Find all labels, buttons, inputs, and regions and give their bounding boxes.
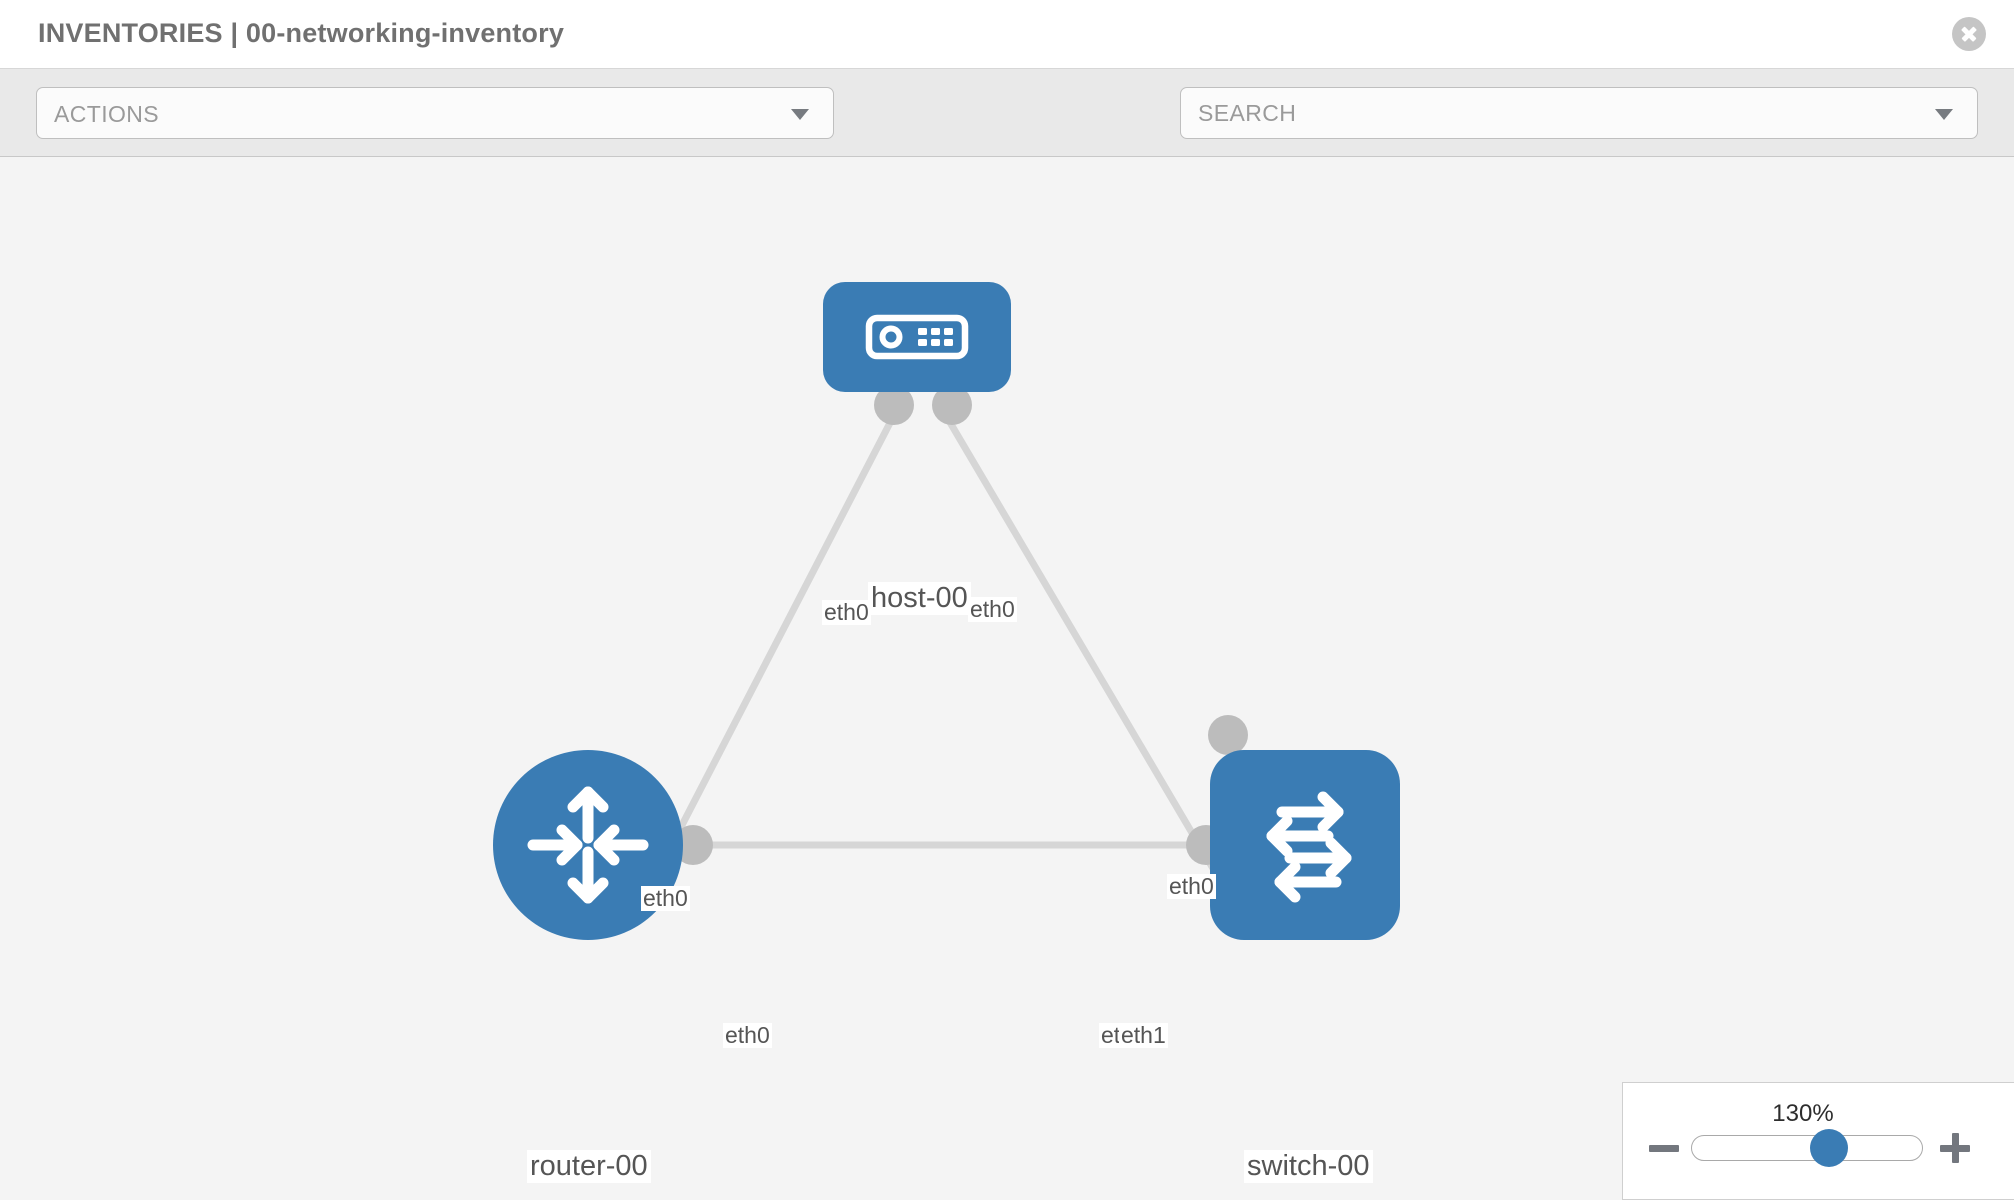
zoom-slider-track[interactable] [1691,1129,1923,1167]
actions-dropdown[interactable]: ACTIONS [36,87,834,139]
node-switch-00-label: switch-00 [1244,1150,1373,1184]
link-label-router-eth0: eth0 [723,1022,772,1049]
switch-arrows-icon [1266,791,1352,903]
link-label-router-up: eth0 [641,885,690,912]
node-host-00-label: host-00 [868,582,971,616]
node-switch-00-shape [1210,750,1400,940]
actions-dropdown-label: ACTIONS [54,101,160,127]
page-header: INVENTORIES | 00-networking-inventory [0,0,2014,69]
node-router-00[interactable] [493,750,683,940]
link-host-router [646,415,896,891]
node-switch-00[interactable] [1210,750,1400,940]
node-router-00-label: router-00 [527,1150,651,1184]
link-label-switch-up: eth0 [1167,873,1216,900]
toolbar: ACTIONS [0,69,2014,203]
search-input[interactable] [1181,88,1921,138]
node-host-00[interactable] [823,282,1011,392]
close-icon[interactable] [1952,17,1986,51]
zoom-level-value: 130% [1772,1100,1834,1127]
topology-canvas[interactable]: host-00 r [0,157,2014,1200]
zoom-slider-thumb[interactable] [1810,1129,1848,1167]
router-arrows-icon [527,786,649,904]
link-label-host-left: eth0 [822,599,871,626]
chevron-down-icon [791,109,809,120]
port-switch-top[interactable] [1208,715,1248,755]
link-label-switch-eth1: eth1 [1119,1022,1168,1049]
zoom-out-button[interactable] [1647,1131,1681,1165]
link-label-host-right: eth0 [968,596,1017,623]
page-title: INVENTORIES | 00-networking-inventory [38,18,565,48]
search-field-wrapper [1180,87,1978,139]
zoom-in-button[interactable] [1938,1131,1972,1165]
zoom-control-panel: 130% [1622,1082,2014,1200]
search-chevron-down-icon[interactable] [1935,109,1953,120]
node-host-00-shape [823,282,1011,392]
topology-links-layer [646,415,1222,891]
link-host-switch [944,415,1222,881]
server-icon [865,314,969,360]
